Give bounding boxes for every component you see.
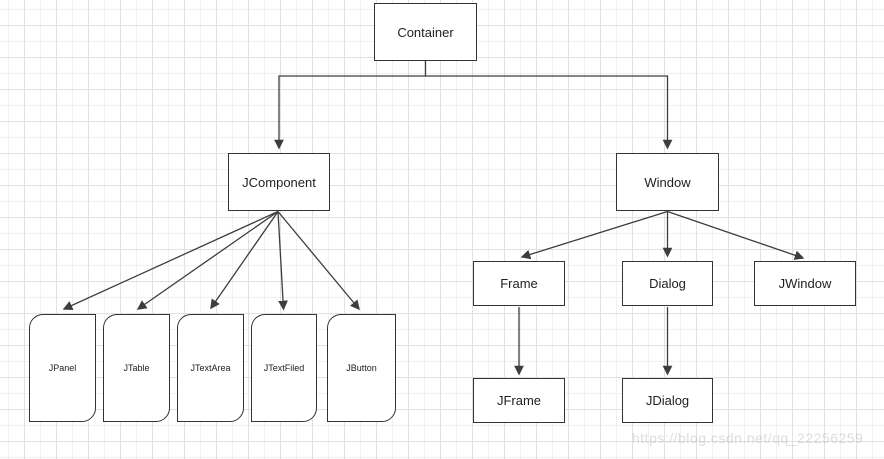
edge-window-frame [520, 210, 668, 260]
node-dialog: Dialog [622, 261, 713, 306]
edge-jcomponent-jtextfiled [277, 211, 288, 311]
node-jdialog: JDialog [622, 378, 713, 423]
node-container-label: Container [397, 24, 454, 40]
node-jbutton: JButton [327, 314, 396, 422]
node-jwindow-label: JWindow [778, 276, 832, 291]
node-frame-label: Frame [500, 276, 538, 291]
node-jtable-label: JTable [123, 363, 150, 373]
edge-container-window [425, 75, 673, 150]
edge-container-jcomponent [274, 61, 427, 150]
edge-window-jwindow [667, 210, 805, 260]
node-jframe: JFrame [473, 378, 565, 423]
node-jdialog-label: JDialog [645, 393, 690, 408]
node-jtextarea: JTextArea [177, 314, 244, 422]
node-jbutton-label: JButton [346, 363, 377, 373]
edge-jcomponent-jtable [136, 210, 279, 310]
edge-jcomponent-jbutton [277, 211, 360, 311]
node-window: Window [616, 153, 719, 211]
node-jpanel-label: JPanel [48, 363, 77, 373]
node-jtextfiled: JTextFiled [251, 314, 317, 422]
node-window-label: Window [644, 174, 691, 190]
node-jtextfiled-label: JTextFiled [263, 363, 305, 373]
node-jpanel: JPanel [29, 314, 96, 422]
node-dialog-label: Dialog [649, 276, 686, 291]
node-container: Container [374, 3, 477, 61]
edge-jcomponent-jtextarea [210, 211, 279, 310]
node-jwindow: JWindow [754, 261, 856, 306]
node-jtextarea-label: JTextArea [190, 363, 231, 373]
node-jcomponent-label: JComponent [242, 174, 316, 190]
node-frame: Frame [473, 261, 565, 306]
node-jframe-label: JFrame [496, 393, 542, 408]
edge-jcomponent-jpanel [62, 210, 279, 311]
node-jtable: JTable [103, 314, 170, 422]
node-jcomponent: JComponent [228, 153, 330, 211]
